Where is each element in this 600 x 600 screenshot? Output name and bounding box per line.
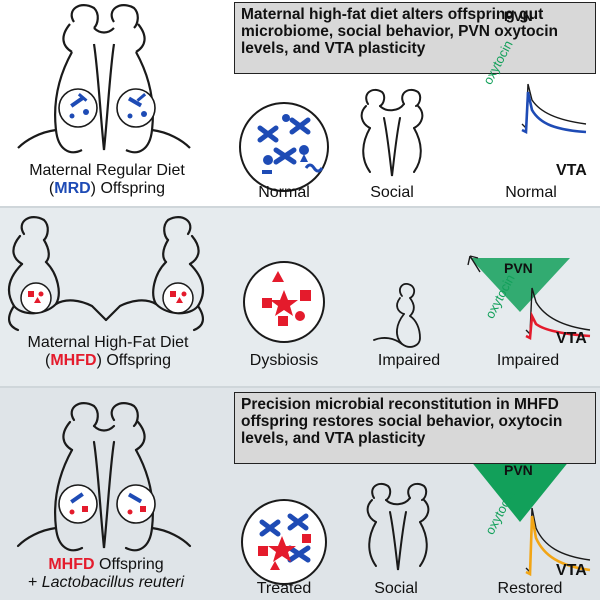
treated-group-line1: MHFD Offspring [48,556,164,573]
panel-divider [0,386,600,388]
social-behavior-label: Social [370,184,414,201]
mrd-group-line2: (MRD) Offspring [48,180,166,197]
pvn-label: PVN [504,260,533,276]
oxytocin-arrow [467,255,481,273]
normal-plasticity-label: Normal [505,184,557,201]
vta-trace-blue [521,91,587,135]
impaired-behavior-label: Impaired [377,352,441,369]
normal-microbiome-label: Normal [258,184,310,201]
vta-trace-black [525,287,591,336]
mhfd-gut-microbes [28,291,187,303]
treated-microbiome-label: Treated [256,580,312,597]
top-summary-callout: Maternal high-fat diet alters offspring … [234,2,596,74]
mhfd-group-line2: (MHFD) Offspring [45,352,171,369]
pvn-triangle [470,258,570,312]
pvn-triangle [470,460,570,522]
panel-divider [0,206,600,208]
bottom-summary-callout: Precision microbial reconstitution in MH… [234,392,596,464]
pvn-label: PVN [504,462,533,478]
vta-label: VTA [556,162,587,179]
vta-label: VTA [556,330,587,347]
mrd-mouse-pair [17,4,191,154]
mrd-abbr: MRD [54,180,91,197]
normal-microbes [257,114,324,174]
restored-plasticity-label: Restored [497,580,563,597]
normal-microbiome-circle [239,102,329,192]
vta-trace-black [525,507,591,574]
vta-trace-orange [525,515,591,577]
treated-gut-microbes [69,492,146,515]
treated-mouse-pair [16,402,192,552]
treated-group-label: MHFD Offspring + Lactobacillus reuteri [6,556,206,592]
lactobacillus-name: Lactobacillus reuteri [41,574,185,591]
impaired-plasticity-label: Impaired [496,352,560,369]
pvn-label: PVN [504,8,533,24]
treated-group-line2: + Lactobacillus reuteri [27,574,185,591]
social-mouse-bottom [366,482,430,571]
mrd-group-label: Maternal Regular Diet (MRD) Offspring [2,162,212,198]
mhfd-group-line1: Maternal High-Fat Diet [27,334,189,351]
vta-trace-black [521,83,587,130]
impaired-mouse [373,283,421,348]
vta-label: VTA [556,562,587,579]
dysbiosis-label: Dysbiosis [249,352,319,369]
restored-social-label: Social [374,580,418,597]
mhfd-abbr: MHFD [50,352,97,369]
treated-microbes [258,513,311,570]
mhfd-group-label: Maternal High-Fat Diet (MHFD) Offspring [2,334,214,370]
social-mouse-top [360,88,424,177]
mrd-gut-microbes [69,93,147,119]
treated-mhfd-abbr: MHFD [48,556,95,573]
mrd-group-line1: Maternal Regular Diet [29,162,185,179]
dysbiosis-microbes [262,271,311,326]
vta-trace-red [525,311,591,341]
